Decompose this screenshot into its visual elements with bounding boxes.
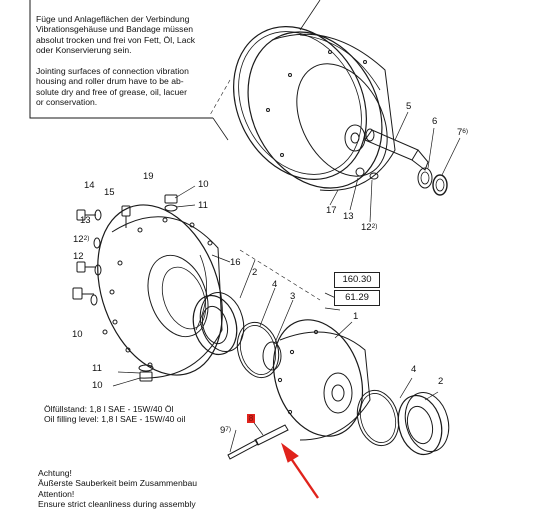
note-line: Füge und Anlageflächen der Verbindung: [36, 14, 190, 24]
callout-6: 6: [432, 116, 438, 127]
note-cleanliness: Achtung! Äußerste Sauberkeit beim Zusamm…: [38, 468, 197, 510]
pin-part-9: [227, 439, 259, 460]
top-vibration-housing: [247, 0, 396, 191]
callout-7-number: 7: [457, 127, 463, 138]
callout-15: 15: [104, 187, 115, 198]
callout-9: 97): [220, 426, 231, 436]
note-line: solute dry and free of grease, oil, lacu…: [36, 86, 187, 97]
note-line: oder Konservierung sein.: [36, 45, 132, 56]
note-line: Attention!: [38, 488, 75, 499]
note-leader: [212, 117, 229, 141]
callout-8: 8: [248, 414, 254, 423]
callout-10-bottom: 10: [92, 380, 103, 391]
callout-12-left-2: 12: [73, 251, 84, 262]
callout-1: 1: [353, 311, 359, 322]
pin-part-8: [254, 424, 289, 446]
note-line: Ölfüllstand: 1,8 l SAE - 15W/40 Öl: [44, 404, 174, 414]
note-line: Vibrationsgehäuse und Bandage müssen: [36, 24, 194, 35]
bearing-part-2-top: [192, 292, 245, 356]
callout-5: 5: [406, 101, 412, 112]
shaft-part-5: [364, 128, 429, 171]
ring-part-3: [262, 341, 282, 371]
callout-10-left: 10: [72, 329, 83, 340]
bolts-left: [72, 194, 178, 382]
note-line: housing and roller drum have to be ab-: [36, 76, 184, 87]
ring-part-6: [417, 167, 433, 189]
callout-16: 16: [230, 257, 241, 268]
footnote-marker: 2): [371, 223, 378, 230]
note-line: Achtung!: [38, 468, 72, 478]
note-line: Jointing surfaces of connection vibratio…: [36, 66, 189, 76]
note-frame: [29, 0, 213, 119]
reference-box-160-30[interactable]: 160.30: [334, 272, 380, 288]
callout-2-top: 2: [252, 267, 258, 278]
footnote-marker: 6): [462, 128, 469, 135]
callout-12-number: 12: [73, 234, 84, 245]
callout-12-number: 12: [361, 222, 372, 233]
note-jointing-en: Jointing surfaces of connection vibratio…: [36, 66, 189, 108]
callout-14: 14: [84, 180, 95, 191]
callout-7: 76): [457, 128, 468, 138]
note-line: or conservation.: [36, 97, 98, 108]
part-8-highlight[interactable]: 8: [247, 414, 255, 423]
callout-13-top: 13: [343, 211, 354, 222]
note-line: Ensure strict cleanliness during assembl…: [38, 499, 196, 510]
note-jointing-de: Füge und Anlageflächen der Verbindung Vi…: [36, 14, 195, 56]
callout-17: 17: [326, 205, 337, 216]
highlight-arrow: [281, 442, 319, 499]
callout-12-top: 122): [361, 223, 377, 233]
snap-ring-part-4-top: [236, 321, 280, 379]
callout-11-bottom: 11: [92, 363, 102, 374]
callout-13-left: 13: [80, 215, 91, 226]
snap-ring-part-4-bottom: [356, 389, 400, 447]
callout-4-top: 4: [272, 279, 278, 290]
ring-part-7: [432, 174, 448, 196]
callout-4-bottom: 4: [411, 364, 417, 375]
bearing-part-2-bottom: [397, 392, 450, 456]
note-line: Äußerste Sauberkeit beim Zusammenbau: [38, 478, 198, 489]
callout-10-top: 10: [198, 179, 209, 190]
callout-9-number: 9: [220, 425, 226, 436]
note-line: Oil filling level: 1,8 l SAE - 15W/40 oi…: [44, 414, 186, 425]
callout-3: 3: [290, 291, 296, 302]
callout-19: 19: [143, 171, 154, 182]
housing-part-1: [272, 319, 371, 441]
callout-12-left: 122): [73, 235, 89, 245]
callout-2-bottom: 2: [438, 376, 444, 387]
footnote-marker: 7): [225, 426, 232, 433]
note-oil-level: Ölfüllstand: 1,8 l SAE - 15W/40 Öl Oil f…: [44, 404, 185, 425]
callout-11-top: 11: [198, 200, 208, 211]
note-line: absolut trocken und frei von Fett, Öl, L…: [36, 34, 196, 45]
footnote-marker: 2): [83, 235, 90, 242]
reference-box-61-29[interactable]: 61.29: [334, 290, 380, 306]
